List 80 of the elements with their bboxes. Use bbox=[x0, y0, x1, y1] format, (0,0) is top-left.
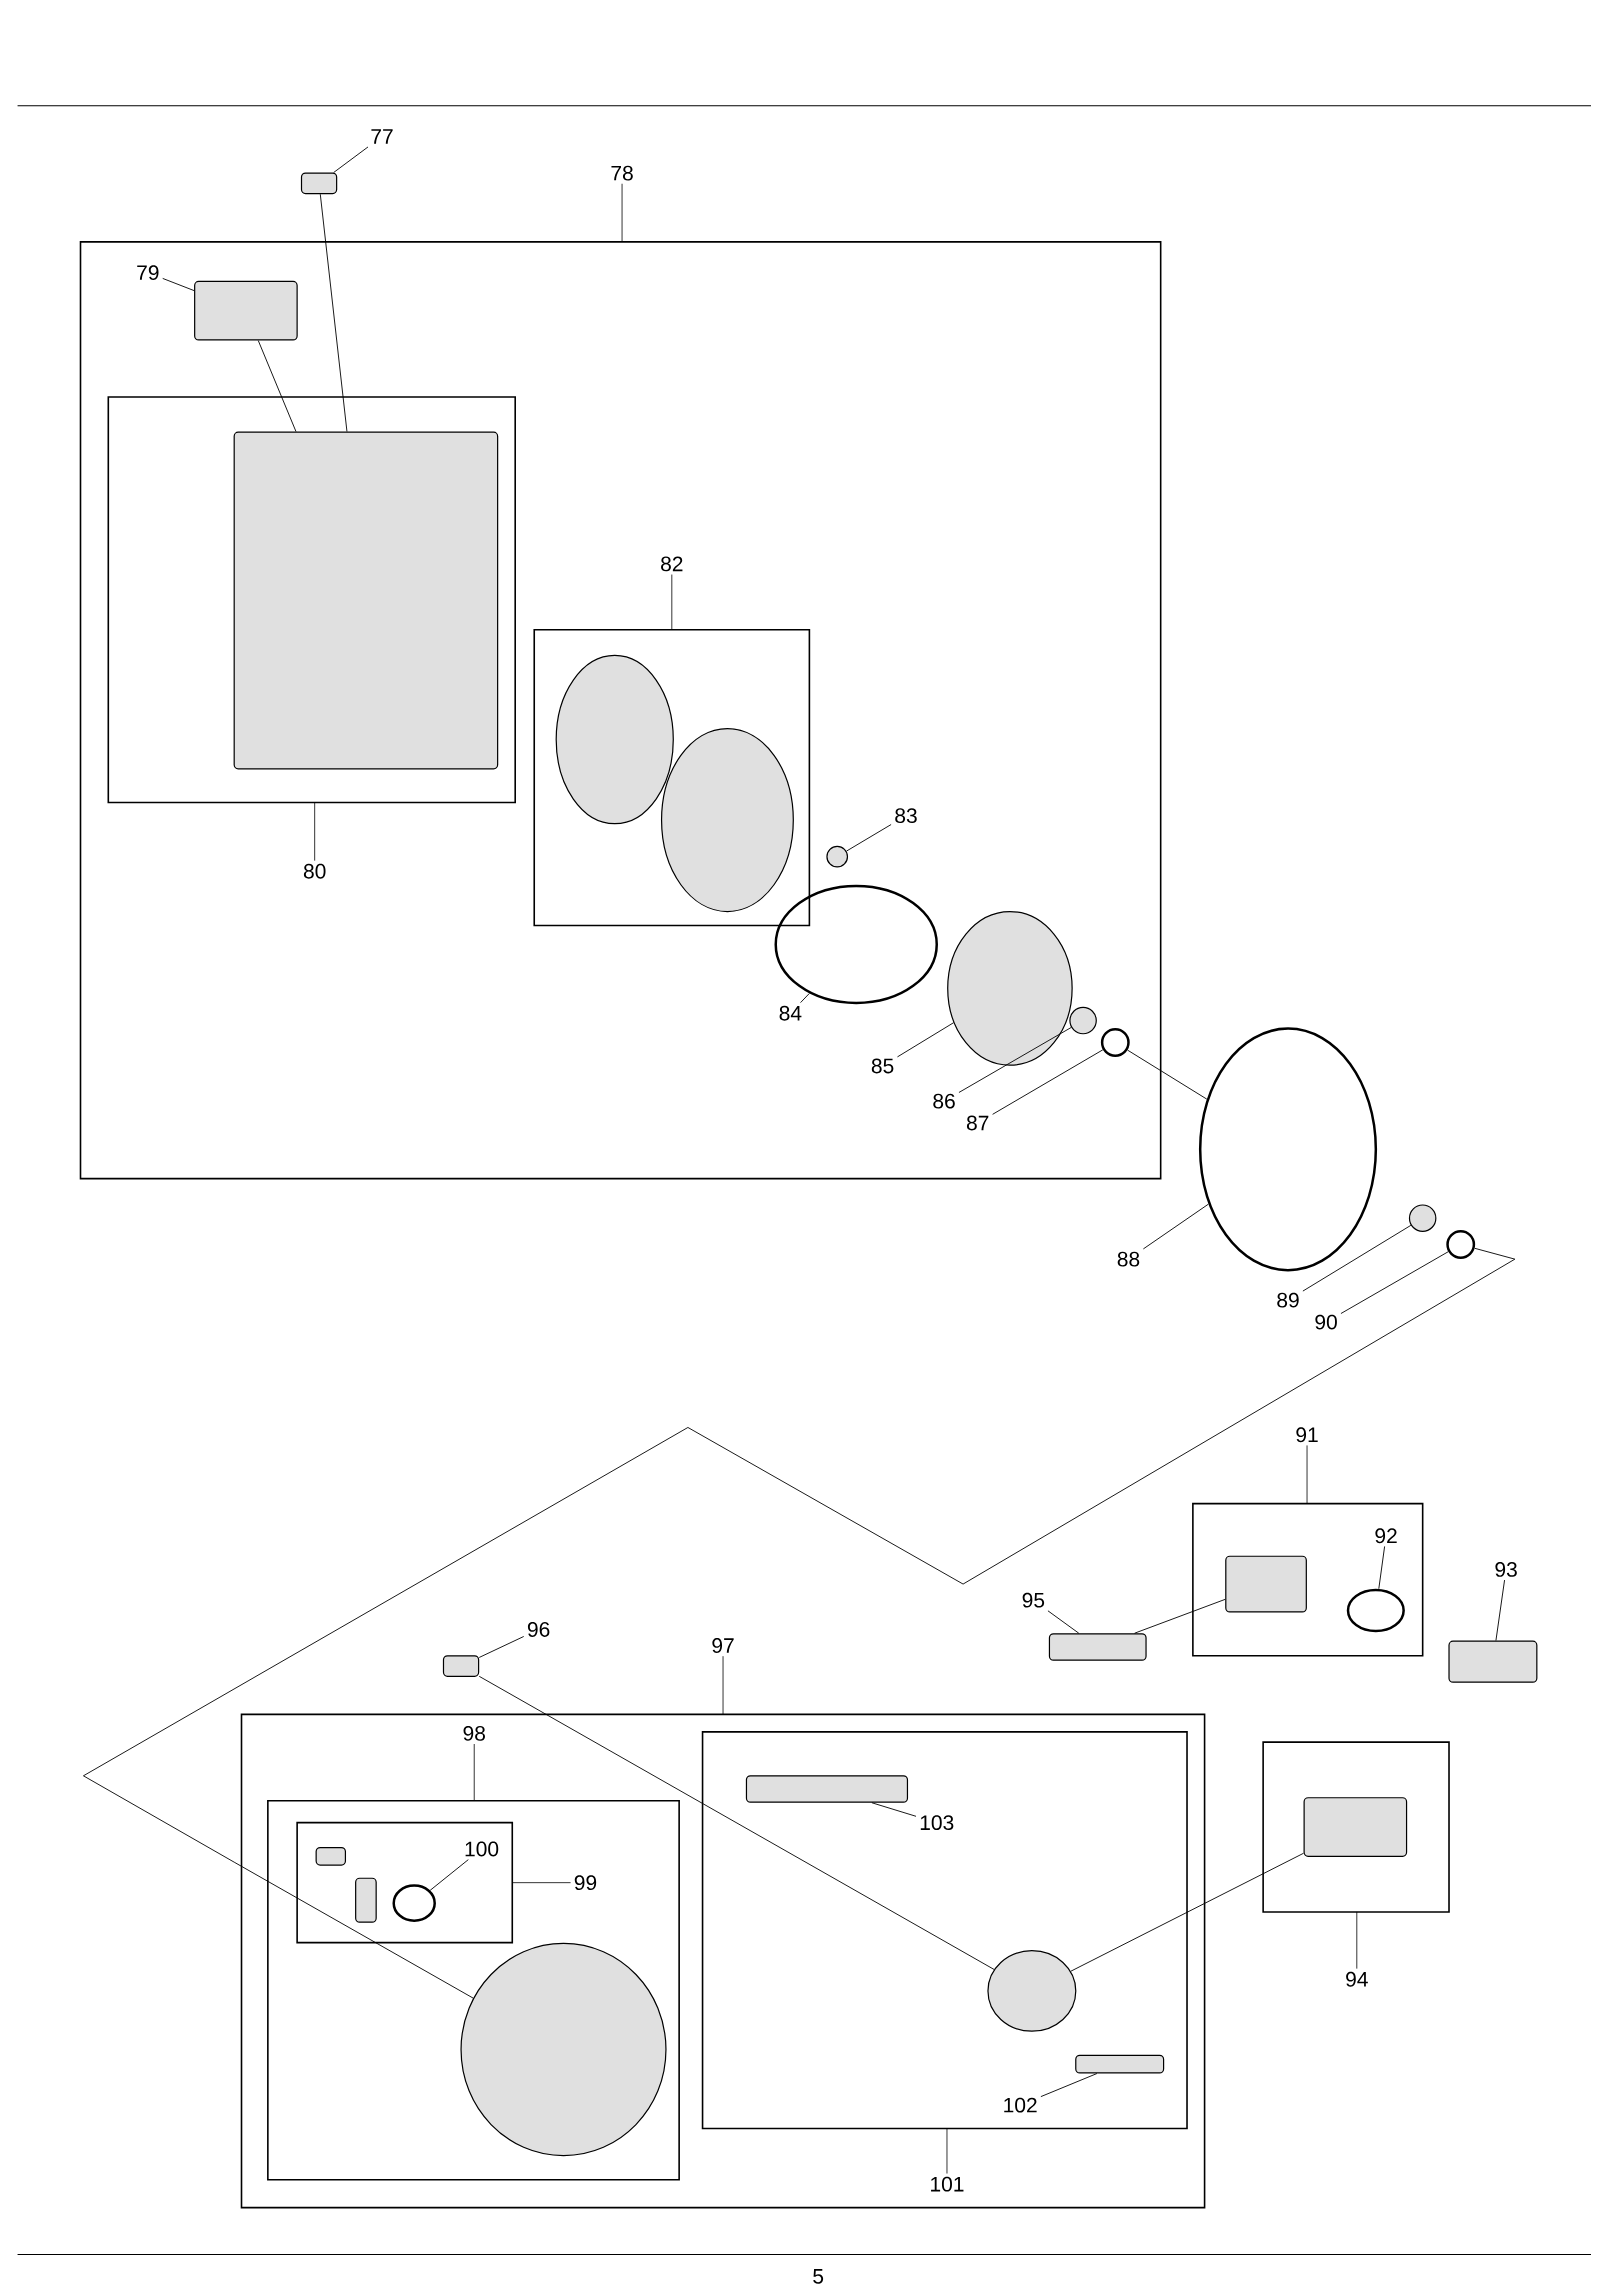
leader-line bbox=[1040, 2073, 1098, 2098]
node-label: 97 bbox=[712, 1638, 734, 1653]
leader-line bbox=[1302, 1224, 1412, 1292]
node-label: 94 bbox=[1346, 1971, 1368, 1987]
assembly-line bbox=[1134, 1598, 1226, 1634]
part-block bbox=[355, 1877, 377, 1923]
callout-number: 90 bbox=[1315, 1314, 1337, 1330]
callout-number: 85 bbox=[871, 1058, 894, 1074]
node-label: 99 bbox=[574, 1875, 597, 1891]
leader-line bbox=[958, 1027, 1072, 1093]
part-block bbox=[1303, 1797, 1408, 1857]
node-label: 98 bbox=[463, 1725, 485, 1741]
part-disc bbox=[826, 845, 849, 868]
assembly-line bbox=[83, 1247, 1516, 1999]
callout-number: 86 bbox=[933, 1093, 955, 1109]
part-block bbox=[194, 280, 298, 341]
leader-line bbox=[846, 824, 892, 852]
leader-line bbox=[1142, 1203, 1209, 1250]
parts-frame: 94 bbox=[1262, 1741, 1450, 1987]
part-block bbox=[1448, 1640, 1538, 1683]
callout-number: 77 bbox=[371, 129, 393, 144]
page-number: 5 bbox=[813, 2269, 824, 2284]
leader-line bbox=[333, 146, 369, 173]
callout-number: 83 bbox=[895, 808, 917, 824]
part-disc bbox=[987, 1950, 1077, 2032]
callout-number: 79 bbox=[137, 265, 159, 281]
part-ring bbox=[774, 884, 938, 1005]
part-block bbox=[1075, 2054, 1165, 2074]
part-ring bbox=[1100, 1028, 1130, 1057]
part-block bbox=[300, 172, 338, 195]
callout-number: 93 bbox=[1495, 1562, 1517, 1577]
callout-number: 84 bbox=[779, 1005, 802, 1021]
assembly-line bbox=[1127, 1049, 1208, 1100]
node-label: 91 bbox=[1296, 1427, 1318, 1443]
callout-number: 103 bbox=[920, 1815, 954, 1831]
leader-line bbox=[162, 277, 195, 292]
assembly-line bbox=[319, 193, 348, 433]
callout-number: 89 bbox=[1277, 1292, 1299, 1308]
callout-number: 87 bbox=[966, 1115, 989, 1131]
leader-line bbox=[992, 1049, 1104, 1115]
leader-line bbox=[1340, 1251, 1449, 1314]
part-disc bbox=[555, 654, 674, 825]
leader-line bbox=[478, 1636, 525, 1658]
callout-number: 92 bbox=[1375, 1528, 1397, 1544]
leader-line bbox=[897, 1022, 955, 1058]
node-label: 101 bbox=[931, 2176, 964, 2192]
part-ring bbox=[1198, 1027, 1378, 1272]
node-label: 80 bbox=[303, 863, 326, 879]
part-disc bbox=[660, 728, 794, 913]
callout-number: 88 bbox=[1117, 1251, 1140, 1267]
leader-line bbox=[800, 993, 810, 1004]
part-ring bbox=[1446, 1230, 1476, 1259]
parts-frame: 82 bbox=[533, 556, 811, 927]
part-disc bbox=[1069, 1006, 1097, 1035]
part-ring bbox=[392, 1884, 436, 1922]
callout-number: 102 bbox=[1004, 2097, 1037, 2113]
leader-line bbox=[429, 1859, 469, 1891]
part-block bbox=[315, 1846, 347, 1866]
leader-line bbox=[871, 1802, 917, 1817]
part-ring bbox=[1346, 1588, 1405, 1633]
leader-line bbox=[1495, 1579, 1506, 1641]
callout-number: 100 bbox=[465, 1841, 499, 1857]
parts-frame: 80 bbox=[107, 396, 516, 879]
assembly-line bbox=[478, 1675, 995, 1970]
callout-number: 96 bbox=[527, 1622, 550, 1637]
node-label: 82 bbox=[661, 556, 683, 572]
part-disc bbox=[1408, 1204, 1437, 1232]
leader-line bbox=[1378, 1545, 1386, 1590]
part-block bbox=[1048, 1633, 1147, 1661]
part-block bbox=[442, 1655, 480, 1677]
part-block bbox=[233, 431, 499, 770]
leader-line bbox=[1047, 1610, 1080, 1634]
callout-number: 95 bbox=[1022, 1592, 1045, 1608]
part-block bbox=[1225, 1555, 1307, 1613]
assembly-line bbox=[257, 340, 297, 433]
assembly-line bbox=[1070, 1852, 1304, 1972]
node-label: 78 bbox=[611, 165, 633, 181]
part-disc bbox=[947, 910, 1073, 1066]
part-disc bbox=[460, 1942, 667, 2157]
part-block bbox=[745, 1775, 909, 1803]
